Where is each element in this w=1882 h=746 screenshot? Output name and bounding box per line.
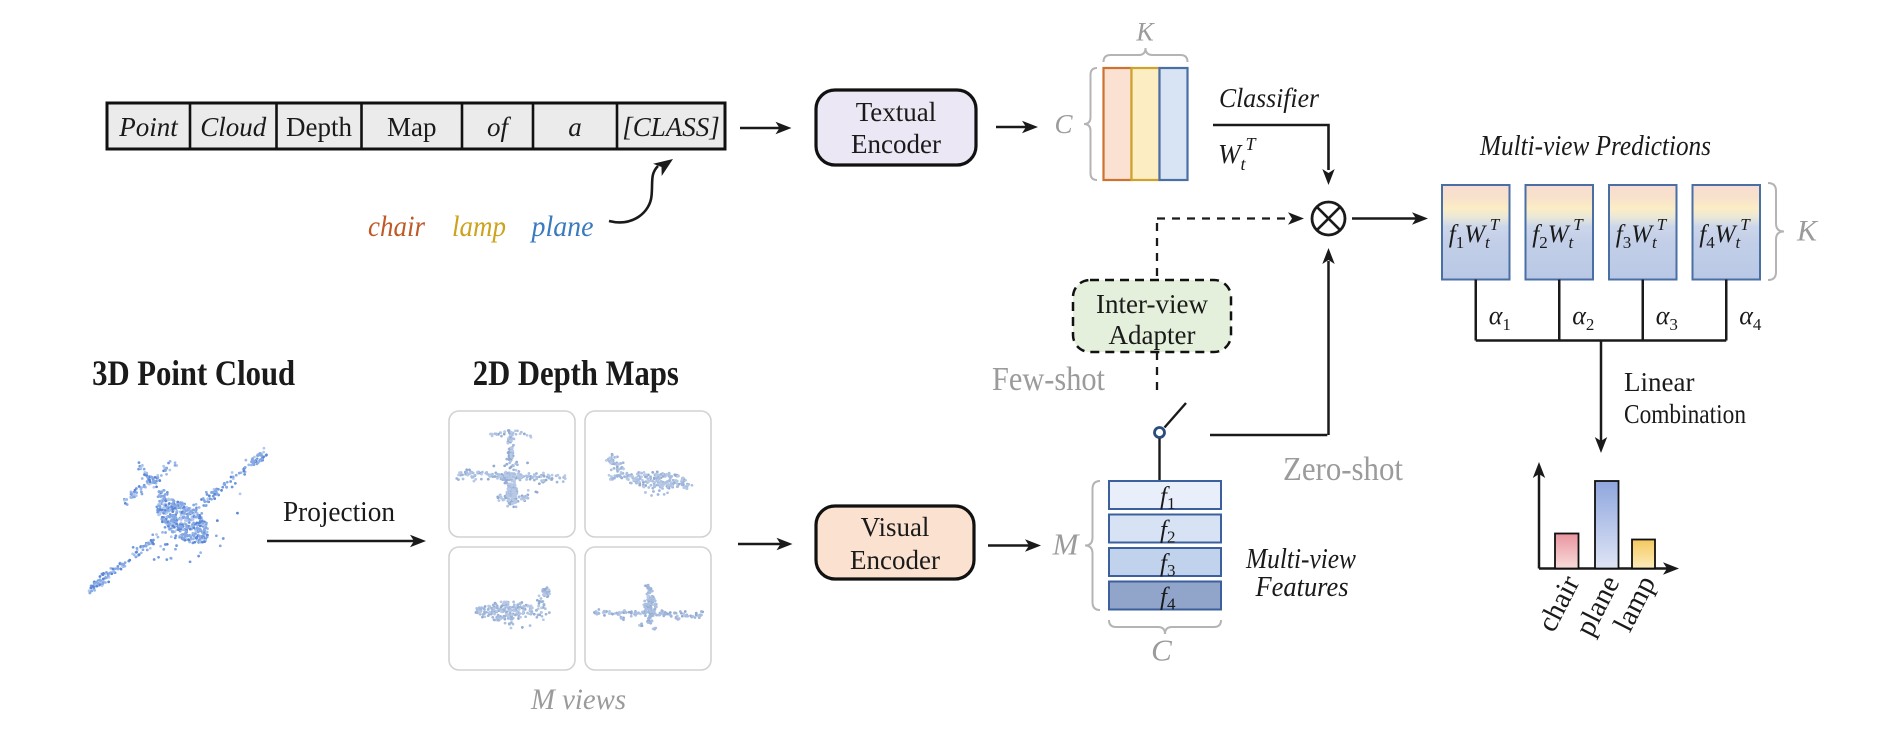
svg-text:Depth: Depth [286,112,352,142]
svg-text:K: K [1135,18,1155,47]
svg-text:Visual: Visual [861,512,930,542]
svg-text:Few-shot: Few-shot [992,361,1105,398]
svg-text:Features: Features [1255,571,1349,603]
svg-text:Point: Point [118,112,179,142]
svg-text:Multi-view Predictions: Multi-view Predictions [1479,131,1711,162]
svg-text:[CLASS]: [CLASS] [622,112,720,142]
svg-text:M views: M views [530,683,626,716]
svg-text:of: of [487,112,512,142]
svg-text:Map: Map [387,112,437,142]
svg-text:K: K [1796,215,1819,248]
svg-text:Encoder: Encoder [850,545,940,575]
svg-text:Projection: Projection [283,497,395,528]
svg-text:Cloud: Cloud [200,112,267,142]
svg-text:chair: chair [368,210,425,243]
svg-text:plane: plane [530,210,594,243]
svg-text:Zero-shot: Zero-shot [1283,451,1403,488]
svg-text:lamp: lamp [452,210,506,243]
svg-text:M: M [1052,527,1081,562]
svg-text:f2WtT: f2WtT [1532,215,1584,252]
svg-text:a: a [568,112,582,142]
svg-text:Multi-view: Multi-view [1245,543,1356,575]
svg-text:3D Point Cloud: 3D Point Cloud [92,353,295,393]
svg-text:Adapter: Adapter [1109,320,1196,350]
svg-text:C: C [1054,109,1073,139]
svg-text:Inter-view: Inter-view [1096,289,1208,319]
svg-text:C: C [1151,633,1172,668]
svg-text:Textual: Textual [856,97,937,127]
svg-text:Encoder: Encoder [851,129,941,159]
svg-text:2D Depth Maps: 2D Depth Maps [473,353,679,393]
svg-text:Combination: Combination [1624,399,1746,429]
svg-text:Linear: Linear [1624,367,1694,397]
svg-text:Classifier: Classifier [1219,83,1319,113]
